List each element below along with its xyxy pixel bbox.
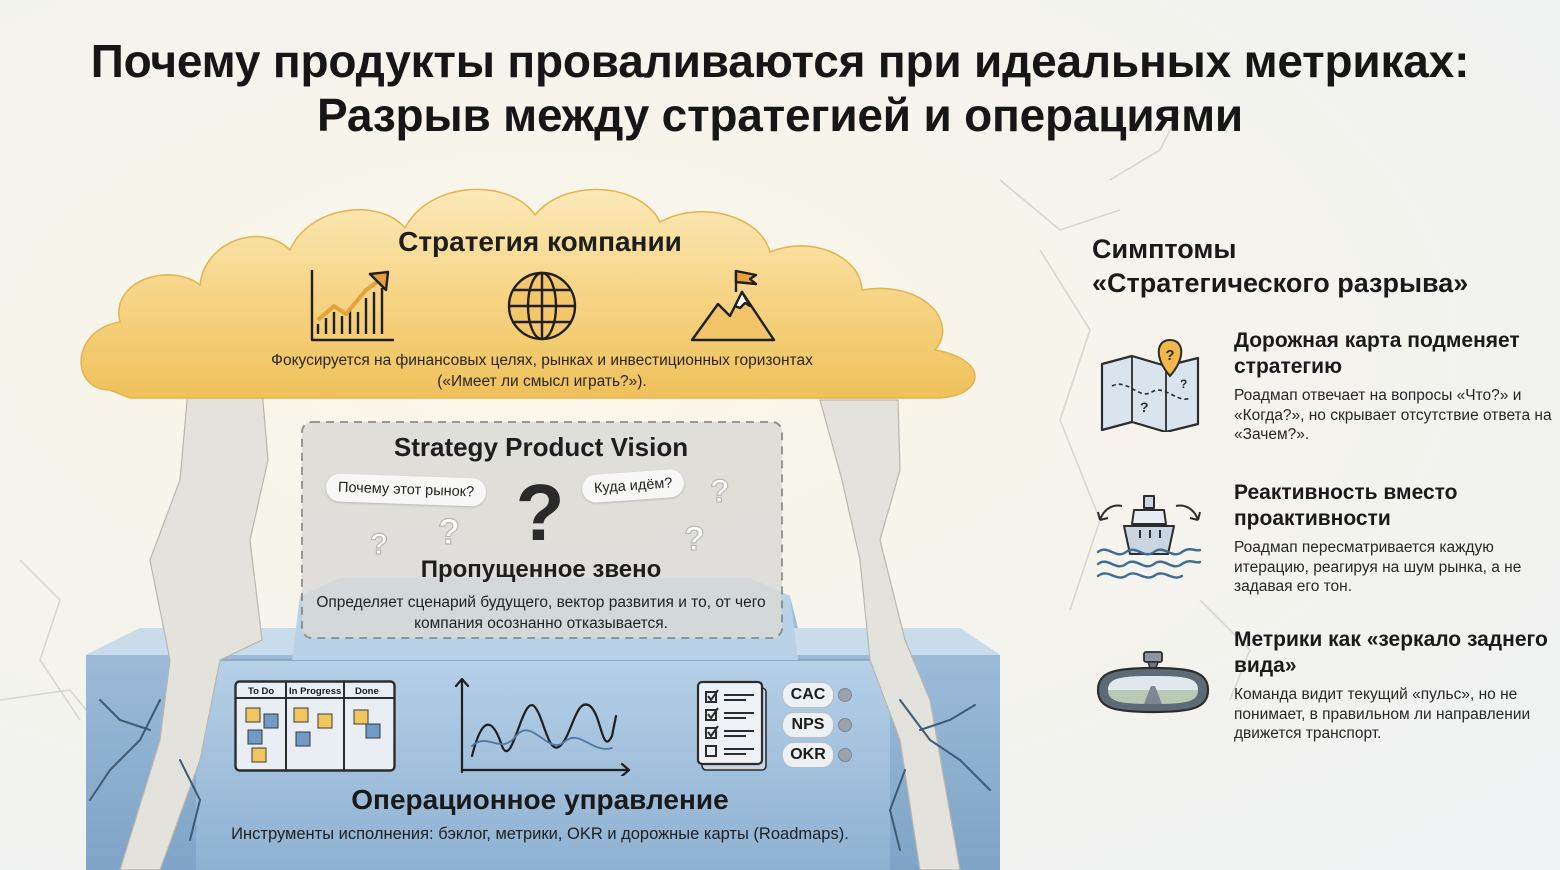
symptom-3-title: Метрики как «зеркало заднего вида» (1234, 628, 1548, 677)
vision-title: Strategy Product Vision (393, 432, 689, 462)
missing-link-description: Определяет сценарий будущего, вектор раз… (316, 594, 766, 632)
svg-text:?: ? (516, 474, 565, 548)
symptoms-heading-line-2: «Стратегического разрыва» (1092, 268, 1469, 298)
mountain-flag-icon (690, 269, 776, 342)
symptom-3-description: Команда видит текущий «пульс», но не пон… (1234, 686, 1531, 742)
checklist-icon (696, 680, 767, 771)
strategy-description: Фокусируется на финансовых целях, рынках… (271, 352, 813, 390)
title-line-2: Разрыв между стратегией и операциями (317, 89, 1243, 141)
operations-title: Операционное управление (351, 784, 729, 815)
symptom-2-description: Роадмап пересматривается каждую итерацию… (1234, 539, 1522, 595)
symptom-2-title: Реактивность вместо проактивности (1234, 481, 1458, 530)
symptom-1-description: Роадмап отвечает на вопросы «Что?» и «Ко… (1234, 387, 1552, 443)
page-title: Почему продукты проваливаются при идеаль… (0, 34, 1560, 142)
question-mark-icon: ? (709, 472, 730, 508)
svg-text:?: ? (710, 473, 730, 508)
symptoms-heading-line-1: Симптомы (1092, 234, 1237, 264)
kanban-column-done: Done (355, 686, 379, 697)
symptoms-heading: Симптомы «Стратегического разрыва» (1092, 232, 1552, 300)
growth-chart-icon (310, 270, 394, 342)
map-question-icon: ? ? ? (1100, 338, 1200, 432)
status-dot-cac (838, 688, 852, 702)
status-dot-nps (838, 718, 852, 732)
svg-text:?: ? (438, 516, 460, 552)
small-question-icons: ? ? ? ? (369, 516, 705, 562)
missing-link-title: Пропущенное звено (420, 556, 662, 583)
rearview-mirror-icon (1096, 651, 1210, 714)
svg-text:?: ? (684, 520, 705, 558)
stone-pillars (119, 389, 961, 870)
svg-text:?: ? (1140, 399, 1149, 415)
globe-icon (507, 271, 577, 341)
roots (89, 699, 991, 851)
line-chart-icon (454, 677, 631, 776)
symptom-1-title: Дорожная карта подменяет стратегию (1234, 329, 1520, 378)
big-question-icon: ? (516, 474, 565, 548)
operations-description: Инструменты исполнения: бэклог, метрики,… (231, 825, 849, 843)
metric-tag-nps: NPS (782, 712, 834, 738)
kanban-column-in-progress: In Progress (289, 686, 342, 697)
svg-text:?: ? (370, 528, 388, 561)
background-cracks (0, 109, 1251, 741)
ship-waves-icon (1096, 495, 1202, 579)
metric-tag-okr: OKR (782, 742, 834, 768)
status-dot-okr (838, 748, 852, 762)
svg-text:?: ? (1165, 347, 1174, 364)
question-bubble-market: Почему этот рынок? (325, 473, 487, 507)
metric-tag-cac: CAC (782, 682, 834, 708)
kanban-board-icon (234, 680, 396, 772)
svg-text:?: ? (1180, 377, 1187, 391)
title-line-1: Почему продукты проваливаются при идеаль… (90, 35, 1470, 87)
kanban-column-todo: To Do (248, 686, 275, 697)
strategy-title: Стратегия компании (398, 226, 682, 257)
